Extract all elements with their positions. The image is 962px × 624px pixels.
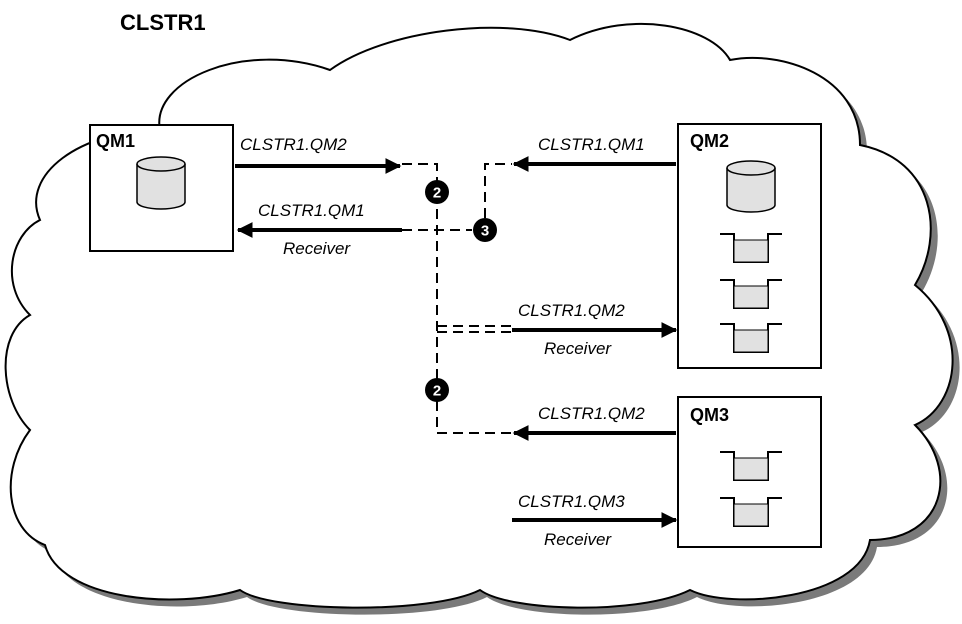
qm2-label: QM2: [690, 131, 729, 151]
qm2-receiver-type-label: Receiver: [544, 339, 612, 358]
qm2-box: QM2: [677, 123, 822, 369]
qm1-receiver-channel-label: CLSTR1.QM1: [258, 201, 365, 220]
qm3-queue-icon: [720, 451, 782, 481]
step-2-marker: 2: [425, 180, 449, 204]
qm3-receiver-type-label: Receiver: [544, 530, 612, 549]
qm3-box: QM3: [677, 396, 822, 548]
qm2-receiver-channel-label: CLSTR1.QM2: [518, 301, 625, 320]
qm1-sender-channel-label: CLSTR1.QM2: [240, 135, 347, 154]
cluster-title: CLSTR1: [120, 10, 206, 35]
svg-text:2: 2: [433, 383, 441, 400]
step-3-marker: 3: [473, 218, 497, 242]
qm3-sender-channel-label: CLSTR1.QM2: [538, 404, 645, 423]
qm3-queue-icon: [720, 497, 782, 527]
qm1-receiver-type-label: Receiver: [283, 239, 351, 258]
qm3-receiver-channel-label: CLSTR1.QM3: [518, 492, 625, 511]
qm2-sender-channel-label: CLSTR1.QM1: [538, 135, 645, 154]
qm2-queue-icon: [720, 279, 782, 309]
qm1-label: QM1: [96, 131, 135, 151]
step-2-marker: 2: [425, 378, 449, 402]
qm3-label: QM3: [690, 405, 729, 425]
qm2-queue-icon: [720, 323, 782, 353]
svg-text:3: 3: [481, 223, 489, 240]
qm1-repository-icon: [136, 156, 186, 210]
qm2-queue-icon: [720, 233, 782, 263]
qm2-repository-icon: [726, 160, 776, 213]
channel-arrows: [235, 156, 678, 528]
dashed-routes: [402, 163, 512, 434]
qm1-box: QM1: [89, 124, 234, 252]
svg-text:2: 2: [433, 185, 441, 202]
